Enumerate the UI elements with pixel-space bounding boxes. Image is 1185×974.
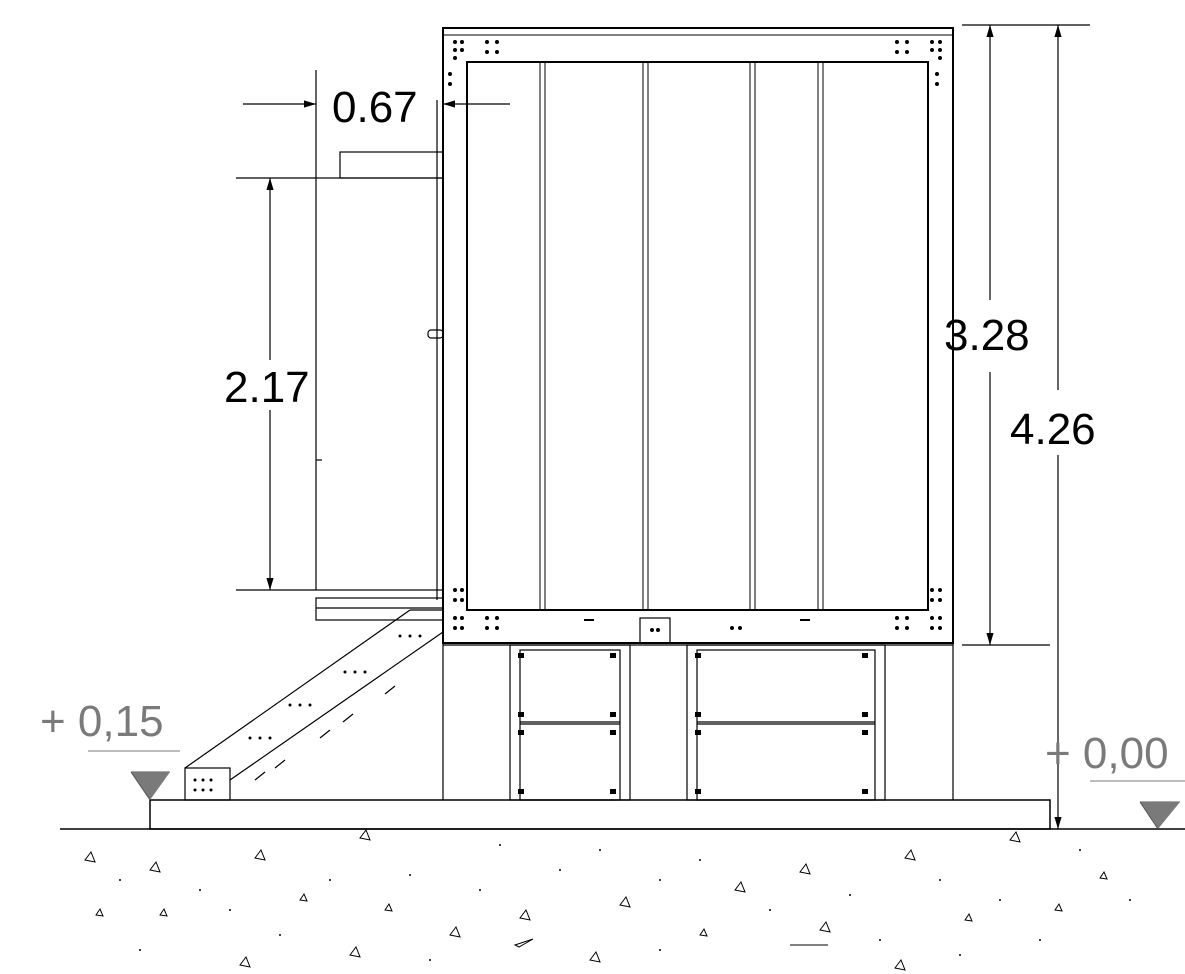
level-marker-right xyxy=(1090,780,1185,830)
label-total-height: 4.26 xyxy=(1010,405,1096,454)
label-side-height: 2.17 xyxy=(224,363,310,412)
dimension-side-height xyxy=(236,177,316,591)
dimension-body-height xyxy=(962,24,1090,646)
ground xyxy=(60,828,1185,971)
access-stairs xyxy=(184,609,444,801)
label-body-height: 3.28 xyxy=(944,311,1030,360)
label-width-side: 0.67 xyxy=(332,83,418,132)
foundation-slab xyxy=(149,799,1051,830)
main-cabinet xyxy=(442,27,954,644)
dimension-width-side xyxy=(243,70,510,178)
label-level-left: + 0,15 xyxy=(40,697,164,746)
side-cabinet xyxy=(315,100,444,621)
base-plinth xyxy=(442,643,954,801)
level-marker-left xyxy=(88,750,180,801)
label-level-right: + 0,00 xyxy=(1045,729,1169,778)
cabinet-bolts xyxy=(448,40,942,632)
